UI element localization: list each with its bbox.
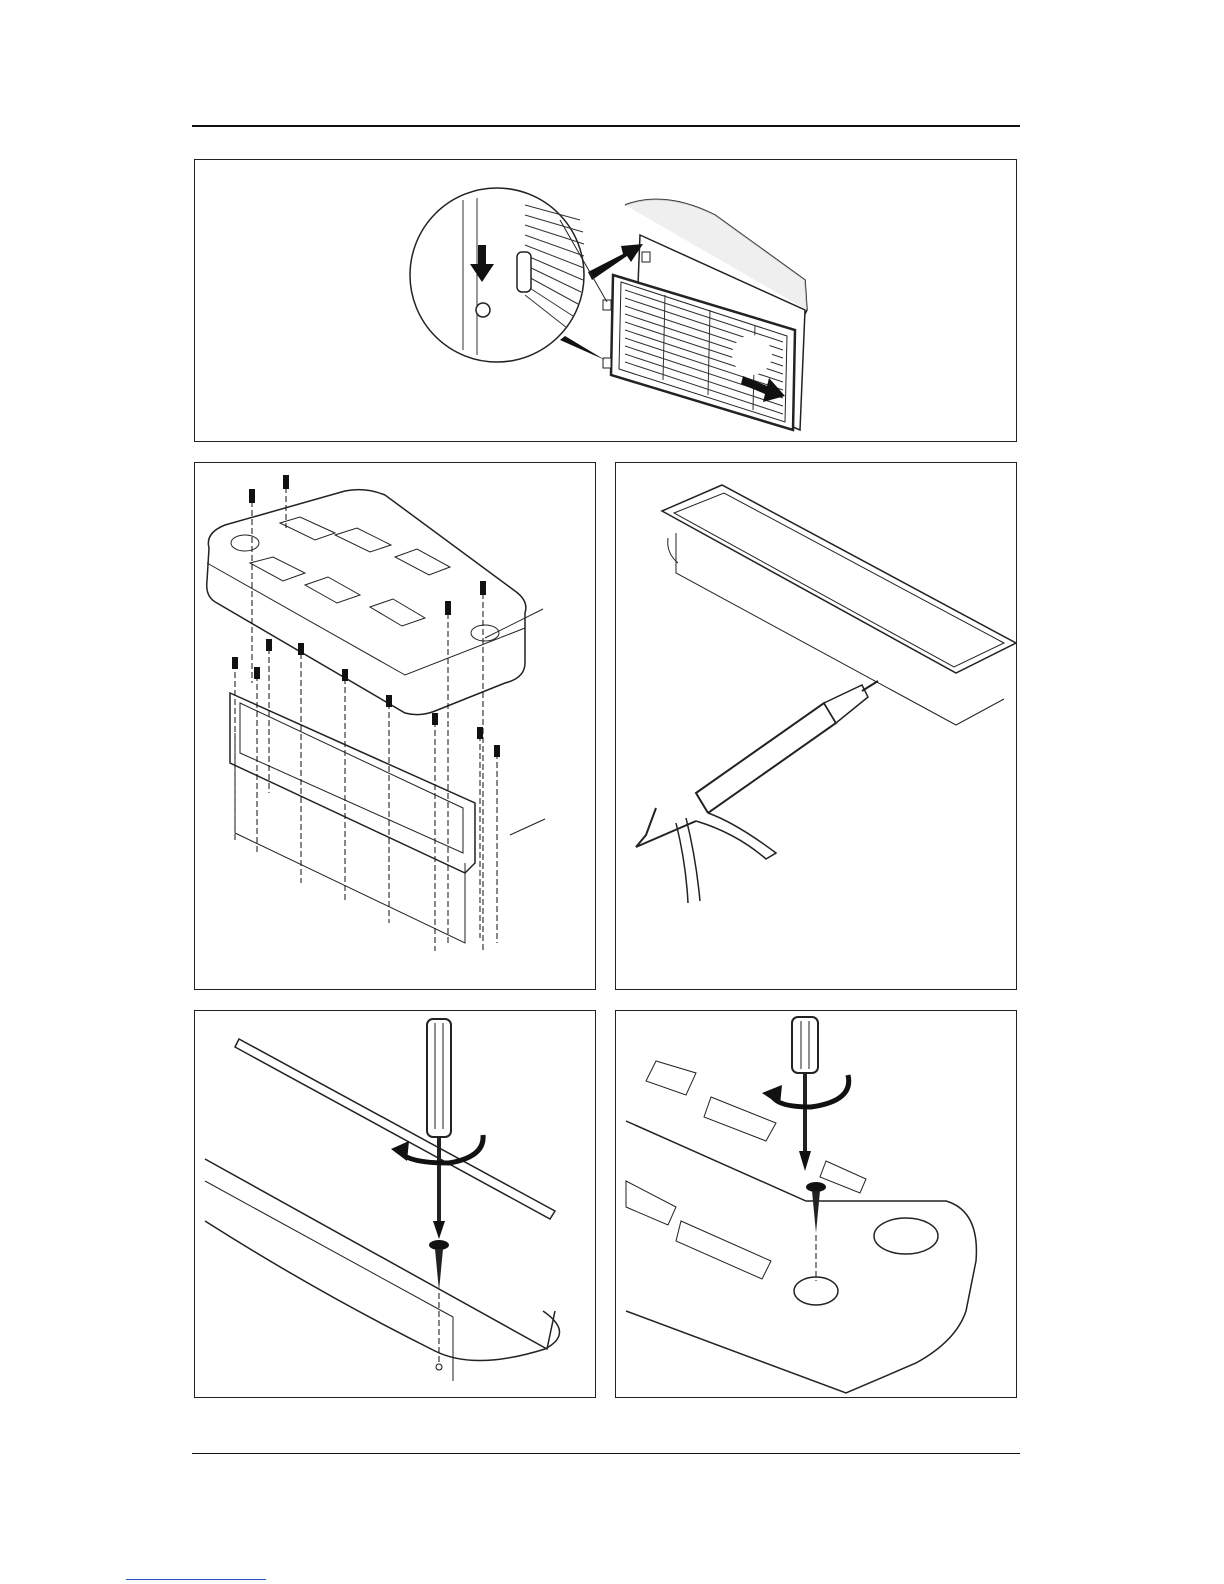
grille-removal-illustration xyxy=(195,160,1017,442)
cover-screwing-illustration xyxy=(616,1011,1017,1398)
footer-rule xyxy=(192,1453,1020,1454)
cover xyxy=(207,490,526,715)
frame xyxy=(205,1039,560,1381)
figure-frame-screw-assembly xyxy=(194,462,596,990)
caulking-gun xyxy=(636,681,878,903)
figure-sealant-application xyxy=(615,462,1017,990)
rotate-arrow-icon xyxy=(772,1075,849,1107)
frame-screwing-illustration xyxy=(195,1011,596,1398)
footer-link-underline[interactable] xyxy=(126,1579,266,1580)
detail-magnifier xyxy=(410,188,607,362)
frame xyxy=(230,693,475,943)
figure-grille-removal xyxy=(194,159,1017,442)
figure-cover-screwing xyxy=(615,1010,1017,1398)
cover xyxy=(626,1061,976,1393)
figure-frame-screwing xyxy=(194,1010,596,1398)
frame xyxy=(662,485,1016,725)
header-rule xyxy=(192,125,1020,127)
frame-screw-assembly-illustration xyxy=(195,463,596,990)
sealant-application-illustration xyxy=(616,463,1017,990)
screwdriver xyxy=(792,1017,818,1171)
screwdriver xyxy=(427,1019,451,1239)
